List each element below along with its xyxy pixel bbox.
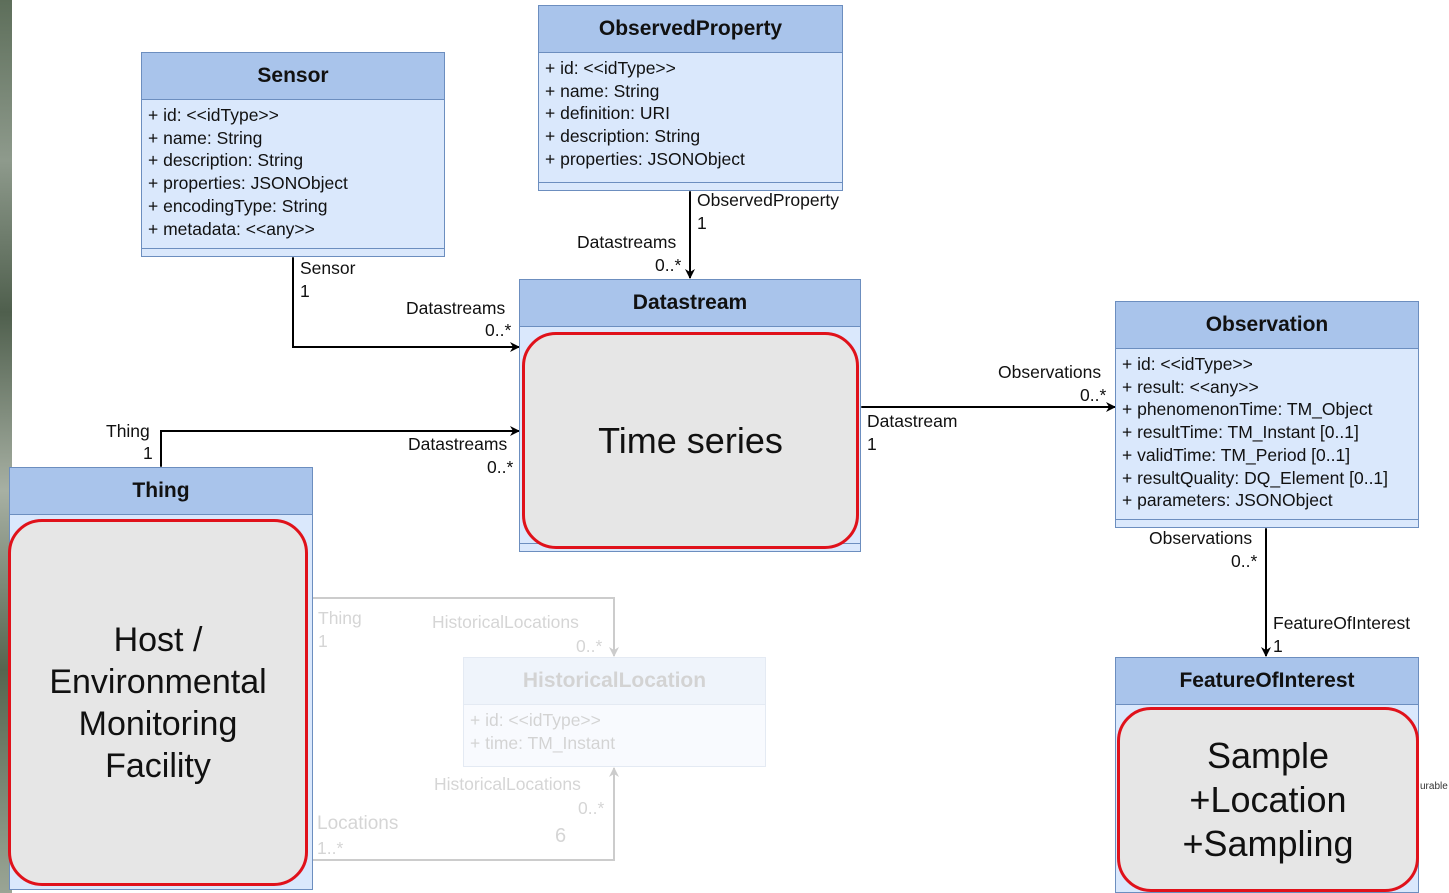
attribute: + parameters: JSONObject [1122, 490, 1333, 511]
attribute: + phenomenonTime: TM_Object [1122, 399, 1373, 420]
attribute: + properties: JSONObject [148, 173, 348, 194]
multiplicity-label: 1 [697, 213, 707, 233]
role-label: Thing [106, 421, 150, 441]
section-divider [539, 182, 842, 183]
role-label: Thing [318, 608, 362, 628]
overlay-text: Sample +Location +Sampling [1182, 734, 1354, 864]
class-name: FeatureOfInterest [1116, 658, 1418, 705]
class-name: Sensor [142, 53, 444, 100]
multiplicity-label: 0..* [487, 457, 514, 477]
faded-thing-hl-link [304, 593, 619, 657]
class-observation: Observation + id: <<idType>> + result: <… [1115, 301, 1419, 528]
role-label: HistoricalLocations [432, 612, 579, 632]
overlay-time-series: Time series [522, 332, 859, 549]
attribute: + time: TM_Instant [470, 732, 616, 753]
attribute: + encodingType: String [148, 195, 328, 216]
sensor-datastream-link [288, 249, 520, 352]
attribute: + id: <<idType>> [470, 710, 601, 730]
attribute: + name: String [545, 80, 660, 101]
role-label: Locations [317, 813, 399, 834]
multiplicity-label: 1 [867, 434, 877, 454]
faded-number: 6 [555, 825, 567, 847]
multiplicity-label: 1 [1273, 636, 1283, 656]
role-label: HistoricalLocations [434, 774, 581, 794]
multiplicity-label: 0..* [485, 320, 512, 340]
class-sensor: Sensor + id: <<idType>> + name: String +… [141, 52, 445, 257]
attribute-list: + id: <<idType>> + name: String + descri… [142, 100, 444, 240]
section-divider [1116, 519, 1418, 520]
class-name: Observation [1116, 302, 1418, 349]
role-label: ObservedProperty [697, 190, 840, 210]
multiplicity-label: 0..* [576, 636, 603, 656]
overlay-text: Time series [598, 419, 783, 461]
multiplicity-label: 0..* [578, 798, 605, 818]
role-label: Datastreams [408, 434, 508, 454]
role-label: Observations [998, 362, 1102, 382]
overlay-sample: Sample +Location +Sampling [1117, 707, 1419, 892]
class-name: HistoricalLocation [464, 658, 765, 705]
attribute: + name: String [148, 127, 263, 148]
role-label: Sensor [300, 258, 356, 278]
class-historical-location: HistoricalLocation + id: <<idType>> + ti… [463, 657, 766, 767]
attribute-list: + id: <<idType>> + result: <<any>> + phe… [1116, 349, 1418, 512]
multiplicity-label: 1..* [317, 838, 344, 858]
attribute: + description: String [148, 150, 304, 171]
role-label: Datastreams [577, 232, 677, 252]
attribute-list: + id: <<idType>> + time: TM_Instant [464, 705, 765, 754]
faded-location-hl-link [304, 767, 619, 865]
attribute: + definition: URI [545, 103, 670, 124]
attribute-list: + id: <<idType>> + name: String + defini… [539, 53, 842, 171]
multiplicity-label: 1 [143, 443, 153, 463]
attribute: + id: <<idType>> [545, 58, 676, 78]
attribute: + id: <<idType>> [148, 105, 279, 125]
overlay-text: Host / Environmental Monitoring Facility [49, 620, 267, 785]
attribute: + description: String [545, 126, 701, 147]
role-label: Datastream [867, 411, 958, 431]
section-divider [142, 248, 444, 249]
class-name: Thing [10, 468, 312, 515]
multiplicity-label: 0..* [1080, 385, 1107, 405]
role-label: Datastreams [406, 298, 506, 318]
attribute: + id: <<idType>> [1122, 354, 1253, 374]
multiplicity-label: 0..* [655, 255, 682, 275]
overlay-host: Host / Environmental Monitoring Facility [8, 519, 308, 886]
role-label: FeatureOfInterest [1273, 613, 1411, 633]
attribute: + result: <<any>> [1122, 376, 1259, 397]
class-observed-property: ObservedProperty + id: <<idType>> + name… [538, 5, 843, 191]
attribute: + metadata: <<any>> [148, 218, 315, 239]
role-label: Observations [1149, 528, 1253, 548]
thing-datastream-link [156, 426, 520, 475]
attribute: + resultQuality: DQ_Element [0..1] [1122, 467, 1389, 488]
multiplicity-label: 0..* [1231, 551, 1258, 571]
multiplicity-label: 1 [300, 281, 310, 301]
cut-off-text: urable [1420, 781, 1448, 792]
multiplicity-label: 1 [318, 631, 328, 651]
class-name: Datastream [520, 280, 860, 327]
class-name: ObservedProperty [539, 6, 842, 53]
attribute: + validTime: TM_Period [0..1] [1122, 444, 1351, 465]
attribute: + properties: JSONObject [545, 148, 745, 169]
attribute: + resultTime: TM_Instant [0..1] [1122, 422, 1359, 443]
